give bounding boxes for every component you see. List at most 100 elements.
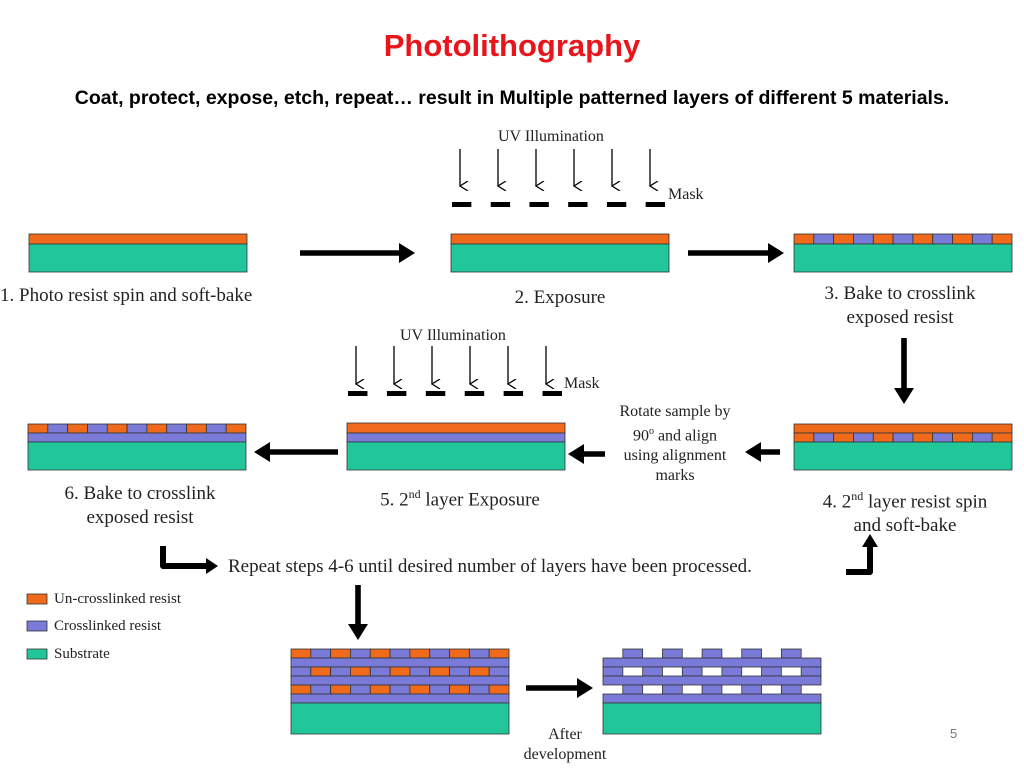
patterned-resist-cell xyxy=(389,666,411,677)
patterned-resist-cell xyxy=(932,432,953,443)
arrow-right-icon xyxy=(526,678,593,698)
crosslinked-post xyxy=(642,666,663,677)
substrate-layer xyxy=(450,243,670,273)
mask-segment xyxy=(606,202,627,207)
patterned-resist-cell xyxy=(971,233,993,245)
arrow-down-icon xyxy=(894,338,914,404)
uv-illumination-label-1: UV Illumination xyxy=(498,128,604,145)
patterned-resist-cell xyxy=(488,648,510,659)
patterned-resist-cell xyxy=(991,432,1013,443)
substrate-layer xyxy=(793,243,1013,273)
legend-crosslinked-swatch xyxy=(26,620,48,632)
patterned-resist-cell xyxy=(350,648,371,659)
crosslinked-post xyxy=(602,666,624,677)
patterned-resist-cell xyxy=(369,648,391,659)
patterned-resist-cell xyxy=(932,233,953,245)
arrowhead-icon xyxy=(206,558,218,574)
legend-uncrosslinked-swatch xyxy=(26,593,48,605)
substrate-layer xyxy=(602,702,822,735)
patterned-resist-cell xyxy=(409,648,431,659)
patterned-resist-cell xyxy=(449,684,470,695)
crosslinked-layer xyxy=(290,675,510,686)
crosslinked-post xyxy=(662,684,683,695)
resist-layer xyxy=(28,233,248,245)
patterned-resist-cell xyxy=(468,648,490,659)
patterned-resist-cell xyxy=(468,684,490,695)
substrate-layer xyxy=(290,702,510,735)
step-5-caption: 5. 2nd layer Exposure xyxy=(380,487,540,511)
patterned-resist-cell xyxy=(409,666,431,677)
patterned-resist-cell xyxy=(892,432,914,443)
legend-substrate-label: Substrate xyxy=(54,646,110,662)
resist-layer xyxy=(450,233,670,245)
patterned-resist-cell xyxy=(488,666,510,677)
mask-segment xyxy=(529,202,549,207)
patterned-resist-cell xyxy=(389,684,411,695)
patterned-resist-cell xyxy=(872,233,894,245)
crosslinked-layer xyxy=(602,657,822,668)
patterned-resist-cell xyxy=(290,684,312,695)
patterned-resist-cell xyxy=(793,233,815,245)
patterned-resist-cell xyxy=(813,432,835,443)
patterned-resist-cell xyxy=(67,423,88,434)
slide-title: Photolithography xyxy=(383,28,641,63)
patterned-resist-cell xyxy=(350,666,371,677)
patterned-resist-cell xyxy=(488,684,510,695)
patterned-resist-cell xyxy=(853,432,874,443)
crosslinked-post xyxy=(701,684,723,695)
mask-segment xyxy=(568,202,588,207)
patterned-resist-cell xyxy=(991,233,1013,245)
patterned-resist-cell xyxy=(952,432,973,443)
mask-label-2: Mask xyxy=(564,375,600,392)
repeat-note: Repeat steps 4-6 until desired number of… xyxy=(228,556,752,577)
patterned-resist-cell xyxy=(429,684,450,695)
mask-segment xyxy=(645,202,665,207)
patterned-resist-cell xyxy=(47,423,69,434)
resist-layer xyxy=(793,423,1013,434)
crosslinked-post xyxy=(780,648,802,659)
patterned-resist-cell xyxy=(330,666,351,677)
substrate-layer xyxy=(346,441,566,471)
patterned-resist-cell xyxy=(225,423,247,434)
patterned-resist-cell xyxy=(290,648,312,659)
patterned-resist-cell xyxy=(166,423,187,434)
crosslinked-post xyxy=(701,648,723,659)
patterned-resist-cell xyxy=(971,432,993,443)
mask-segment xyxy=(490,202,511,207)
crosslinked-layer xyxy=(27,432,247,443)
crosslinked-post xyxy=(780,684,802,695)
arrow-left-icon xyxy=(568,444,605,464)
arrowhead-icon xyxy=(862,534,878,547)
patterned-resist-cell xyxy=(310,684,332,695)
uv-illumination-label-2: UV Illumination xyxy=(400,327,506,344)
patterned-resist-cell xyxy=(872,432,894,443)
patterned-resist-cell xyxy=(369,666,391,677)
legend-crosslinked-label: Crosslinked resist xyxy=(54,618,162,634)
step-4-caption: 4. 2nd layer resist spin and soft-bake xyxy=(822,489,988,537)
mask-segment xyxy=(542,391,562,396)
crosslinked-post xyxy=(622,648,644,659)
patterned-resist-cell xyxy=(449,666,470,677)
patterned-resist-cell xyxy=(330,648,351,659)
mask-segment xyxy=(425,391,446,396)
crosslinked-post xyxy=(662,648,683,659)
mask-segment xyxy=(452,202,472,207)
step-1-caption: 1. Photo resist spin and soft-bake xyxy=(0,285,253,306)
arrow-right-icon xyxy=(688,243,784,263)
substrate-layer xyxy=(28,243,248,273)
arrow-left-icon xyxy=(745,442,780,462)
crosslinked-layer xyxy=(290,693,510,704)
resist-layer xyxy=(346,422,566,434)
substrate-layer xyxy=(793,441,1013,471)
patterned-resist-cell xyxy=(429,648,450,659)
page-number: 5 xyxy=(950,726,958,741)
patterned-resist-cell xyxy=(146,423,168,434)
patterned-resist-cell xyxy=(449,648,470,659)
mask-label-1: Mask xyxy=(668,186,704,203)
mask-segment xyxy=(503,391,524,396)
crosslinked-layer xyxy=(602,693,822,704)
crosslinked-post xyxy=(741,648,762,659)
crosslinked-layer xyxy=(346,432,566,443)
crosslinked-post xyxy=(761,666,782,677)
